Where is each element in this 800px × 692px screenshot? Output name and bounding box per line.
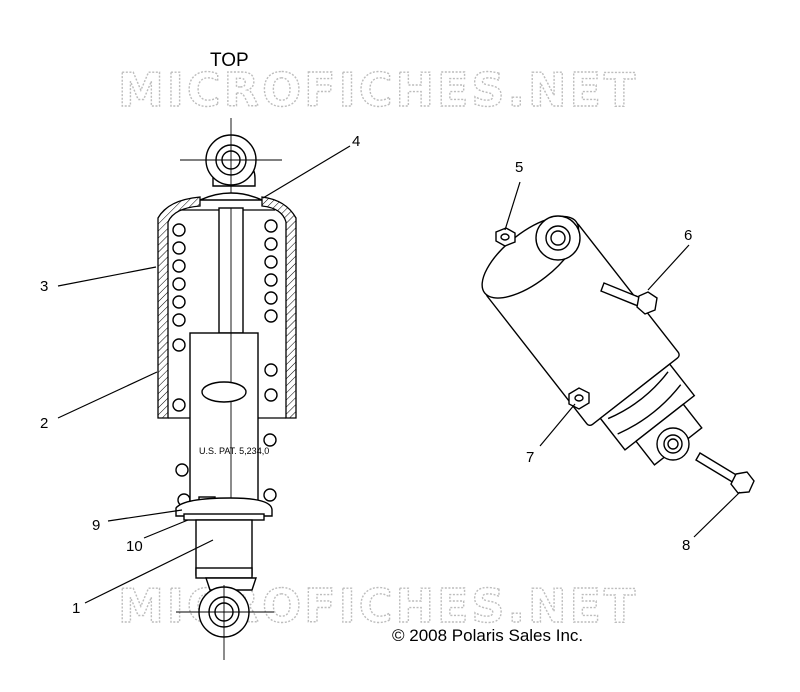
bolt-8 bbox=[695, 452, 755, 494]
shock-top-eye bbox=[180, 118, 282, 200]
exploded-shock bbox=[481, 215, 703, 466]
coil-spring bbox=[172, 209, 278, 507]
callout-7: 7 bbox=[526, 449, 534, 466]
exploded-top-eye bbox=[535, 215, 581, 261]
nut-5 bbox=[495, 227, 516, 247]
callout-5: 5 bbox=[515, 159, 523, 176]
callout-8: 8 bbox=[682, 537, 690, 554]
nut-7 bbox=[568, 387, 590, 410]
lower-shock-body bbox=[195, 519, 257, 591]
watermark-top: MICROFICHES.NET bbox=[118, 63, 638, 117]
callout-10: 10 bbox=[126, 538, 143, 555]
spring-seat-collar bbox=[175, 497, 273, 521]
watermark-bottom: MICROFICHES.NET bbox=[118, 579, 638, 633]
bolt-6 bbox=[600, 282, 658, 315]
patent-text: U.S. PAT. 5,234,0 bbox=[199, 446, 269, 456]
copyright-notice: © 2008 Polaris Sales Inc. bbox=[392, 626, 583, 645]
exploded-bottom-eye bbox=[656, 427, 690, 461]
callout-1: 1 bbox=[72, 600, 80, 617]
callout-4: 4 bbox=[352, 133, 360, 150]
piston-rod bbox=[218, 207, 244, 334]
spring-cover bbox=[157, 196, 297, 419]
callout-2: 2 bbox=[40, 415, 48, 432]
shock-bottom-eye bbox=[176, 585, 274, 660]
callout-3: 3 bbox=[40, 278, 48, 295]
callout-leaders bbox=[57, 145, 741, 604]
shock-body: U.S. PAT. 5,234,0 bbox=[189, 332, 269, 506]
callout-6: 6 bbox=[684, 227, 692, 244]
orientation-label: TOP bbox=[210, 50, 249, 71]
callout-9: 9 bbox=[92, 517, 100, 534]
assembled-shock: U.S. PAT. 5,234,0 bbox=[157, 118, 297, 660]
